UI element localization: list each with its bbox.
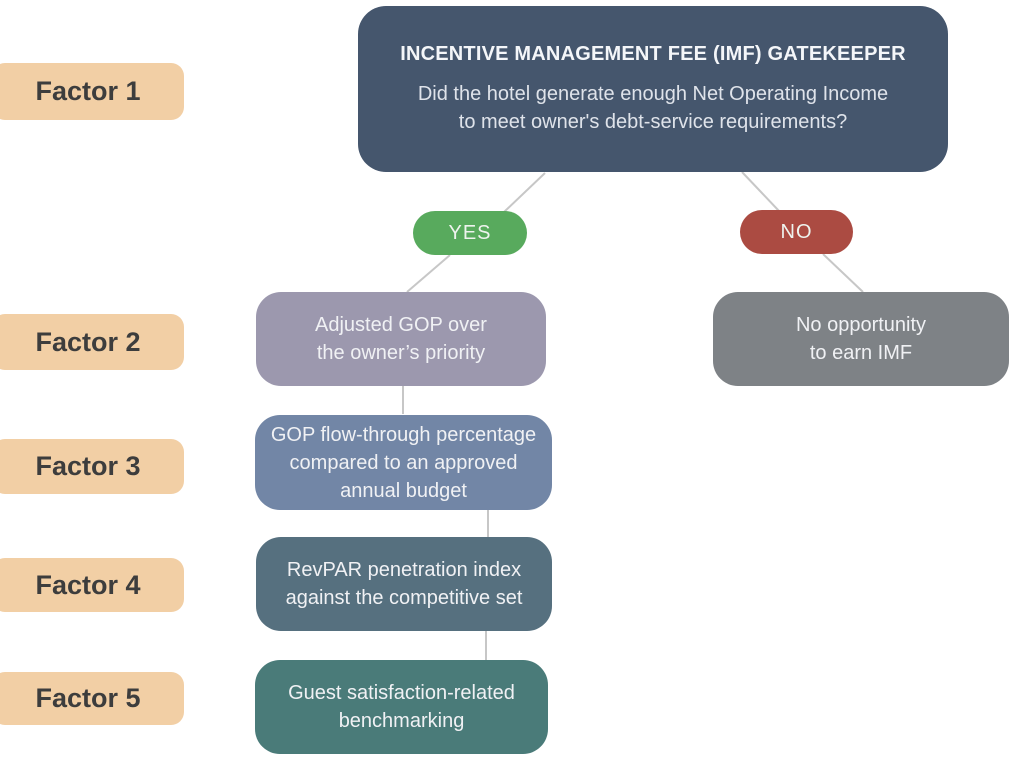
factor-3-label-text: Factor 3 bbox=[35, 451, 141, 481]
root-question-line-1: Did the hotel generate enough Net Operat… bbox=[417, 82, 889, 105]
root-gatekeeper-node: INCENTIVE MANAGEMENT FEE (IMF) GATEKEEPE… bbox=[358, 6, 948, 172]
factor-3-node: GOP flow-through percentage compared to … bbox=[255, 415, 552, 510]
factor-5-node-line-2: benchmarking bbox=[338, 710, 465, 732]
no-opportunity-node: No opportunity to earn IMF bbox=[713, 292, 1009, 386]
factor-4-node-line-2: against the competitive set bbox=[285, 587, 523, 609]
no-branch-label: NO bbox=[780, 220, 813, 243]
factor-5-label-text: Factor 5 bbox=[35, 683, 141, 713]
factor-4-node-line-1: RevPAR penetration index bbox=[286, 559, 522, 581]
factor-2-node: Adjusted GOP over the owner’s priority bbox=[256, 292, 546, 386]
factor-5-node: Guest satisfaction-related benchmarking bbox=[255, 660, 548, 754]
factor-1-label-text: Factor 1 bbox=[35, 76, 141, 106]
yes-branch-pill: YES bbox=[413, 211, 527, 255]
factor-2-label-text: Factor 2 bbox=[35, 326, 141, 357]
no-branch-pill: NO bbox=[740, 210, 853, 254]
factor-3-node-line-1: GOP flow-through percentage bbox=[270, 423, 537, 446]
factor-5-label: Factor 5 bbox=[0, 672, 184, 725]
factor-2-node-line-1: Adjusted GOP over bbox=[315, 314, 487, 336]
factor-4-node: RevPAR penetration index against the com… bbox=[256, 537, 552, 631]
root-question: Did the hotel generate enough Net Operat… bbox=[418, 80, 888, 136]
factor-5-node-line-1: Guest satisfaction-related bbox=[288, 682, 515, 704]
factor-4-label: Factor 4 bbox=[0, 558, 184, 612]
connector-root-to-no bbox=[741, 171, 780, 212]
factor-3-node-line-2: compared to an approved bbox=[289, 451, 518, 474]
no-opportunity-node-line-1: No opportunity bbox=[795, 314, 927, 336]
root-question-line-2: to meet owner's debt-service requirement… bbox=[458, 110, 848, 133]
connector-no-to-result bbox=[822, 253, 864, 293]
factor-4-label-text: Factor 4 bbox=[35, 569, 141, 600]
root-title: INCENTIVE MANAGEMENT FEE (IMF) GATEKEEPE… bbox=[400, 42, 906, 65]
connector-yes-to-factor2 bbox=[406, 254, 451, 293]
factor-1-label: Factor 1 bbox=[0, 63, 184, 120]
factor-3-node-line-3: annual budget bbox=[340, 479, 467, 502]
factor-2-label: Factor 2 bbox=[0, 314, 184, 370]
factor-3-label: Factor 3 bbox=[0, 439, 184, 494]
no-opportunity-node-line-2: to earn IMF bbox=[809, 342, 913, 364]
connector-root-to-yes bbox=[503, 172, 546, 213]
factor-2-node-line-2: the owner’s priority bbox=[316, 342, 486, 364]
yes-branch-label: YES bbox=[448, 221, 492, 244]
